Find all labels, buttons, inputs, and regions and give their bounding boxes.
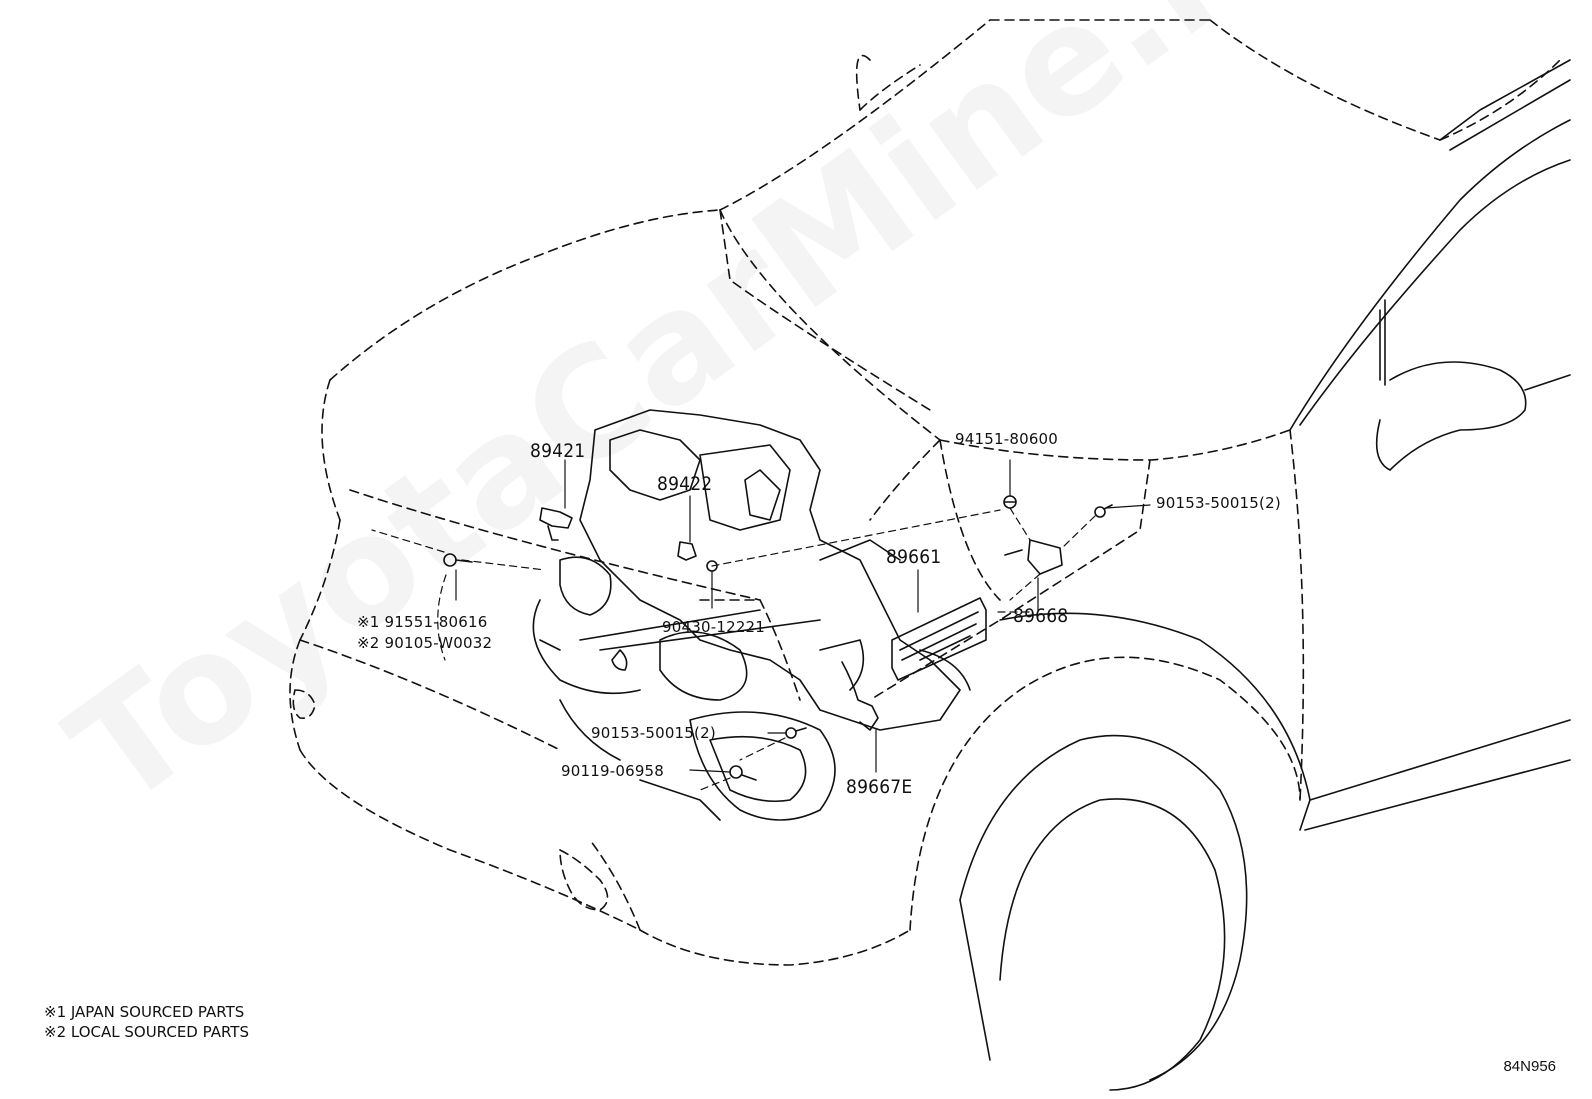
install-guide-lines (371, 507, 1096, 791)
part-89422-sensor (677, 541, 718, 572)
diagram-reference-code: 84N956 (1503, 1058, 1556, 1075)
part-90153-bolt-top (1094, 504, 1113, 518)
part-94151-nut (1003, 495, 1017, 509)
part-label-89421: 89421 (530, 440, 586, 462)
part-label-94151-80600: 94151-80600 (955, 430, 1059, 448)
part-label-90119-06958: 90119-06958 (561, 762, 665, 780)
leader-lines (455, 459, 1151, 773)
part-91551-bolt (443, 553, 473, 567)
footnote-local-sourced: ※2 LOCAL SOURCED PARTS (44, 1023, 249, 1041)
part-label-91551-80616: ※1 91551-80616 (357, 613, 488, 631)
part-89421-sensor (539, 507, 573, 541)
vehicle-body-outline (289, 19, 1561, 966)
part-label-90430-12221: 90430-12221 (662, 618, 766, 636)
part-label-89422: 89422 (657, 473, 713, 495)
part-89668-bracket (1004, 539, 1063, 575)
part-label-89667E: 89667E (846, 776, 913, 798)
part-label-90153-50015-low: 90153-50015(2) (591, 724, 716, 742)
part-label-90153-50015-top: 90153-50015(2) (1156, 494, 1281, 512)
part-89661-ecu (891, 597, 987, 681)
part-label-89668: 89668 (1013, 605, 1069, 627)
part-90119-bolt (729, 765, 757, 781)
engine-assembly (532, 409, 971, 821)
footnote-japan-sourced: ※1 JAPAN SOURCED PARTS (44, 1003, 245, 1021)
vehicle-solid-lines (959, 59, 1571, 1091)
part-89667e-sensor (841, 661, 879, 731)
part-label-89661: 89661 (886, 546, 942, 568)
part-label-90105-W0032: ※2 90105-W0032 (357, 634, 493, 652)
part-90153-bolt-low (785, 727, 807, 739)
